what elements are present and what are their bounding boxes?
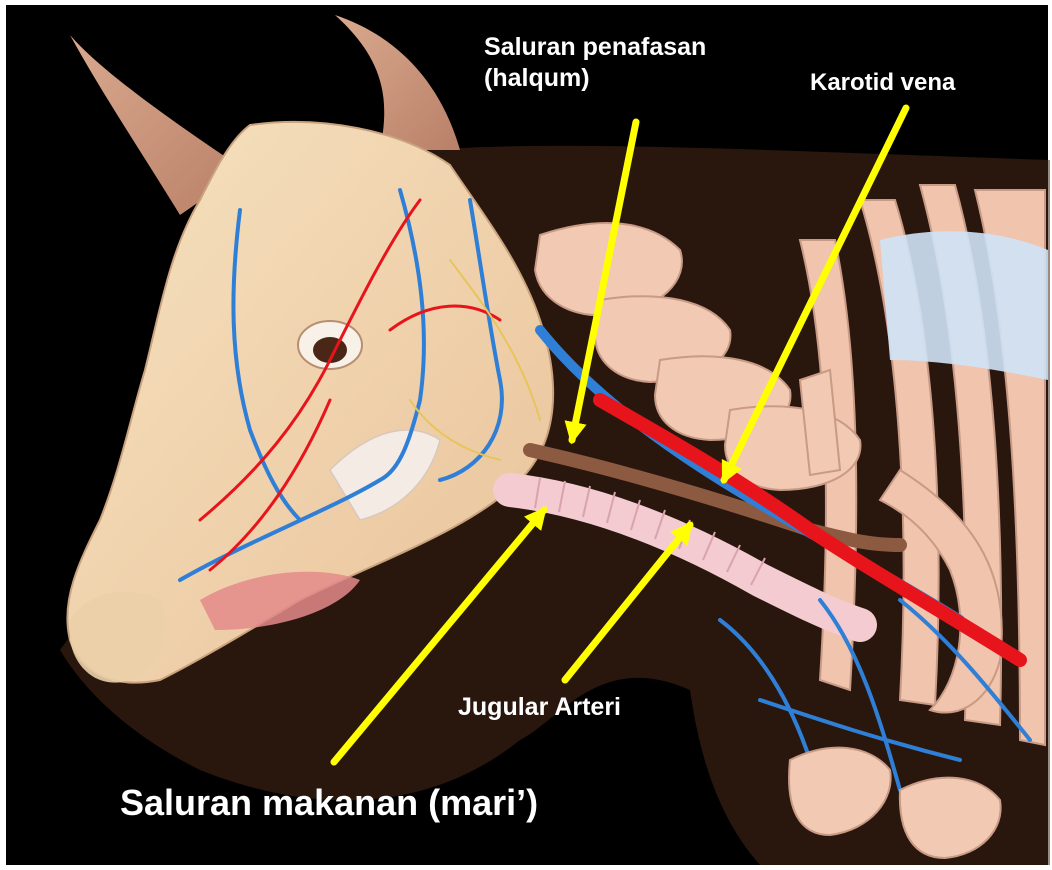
- label-trachea-line2: (halqum): [484, 63, 706, 94]
- label-trachea: Saluran penafasan (halqum): [484, 32, 706, 95]
- lung-shape: [880, 231, 1048, 380]
- label-trachea-line1: Saluran penafasan: [484, 32, 706, 63]
- label-esophagus: Saluran makanan (mari’): [120, 780, 538, 825]
- label-jugular: Jugular Arteri: [458, 692, 621, 723]
- label-carotid: Karotid vena: [810, 68, 955, 98]
